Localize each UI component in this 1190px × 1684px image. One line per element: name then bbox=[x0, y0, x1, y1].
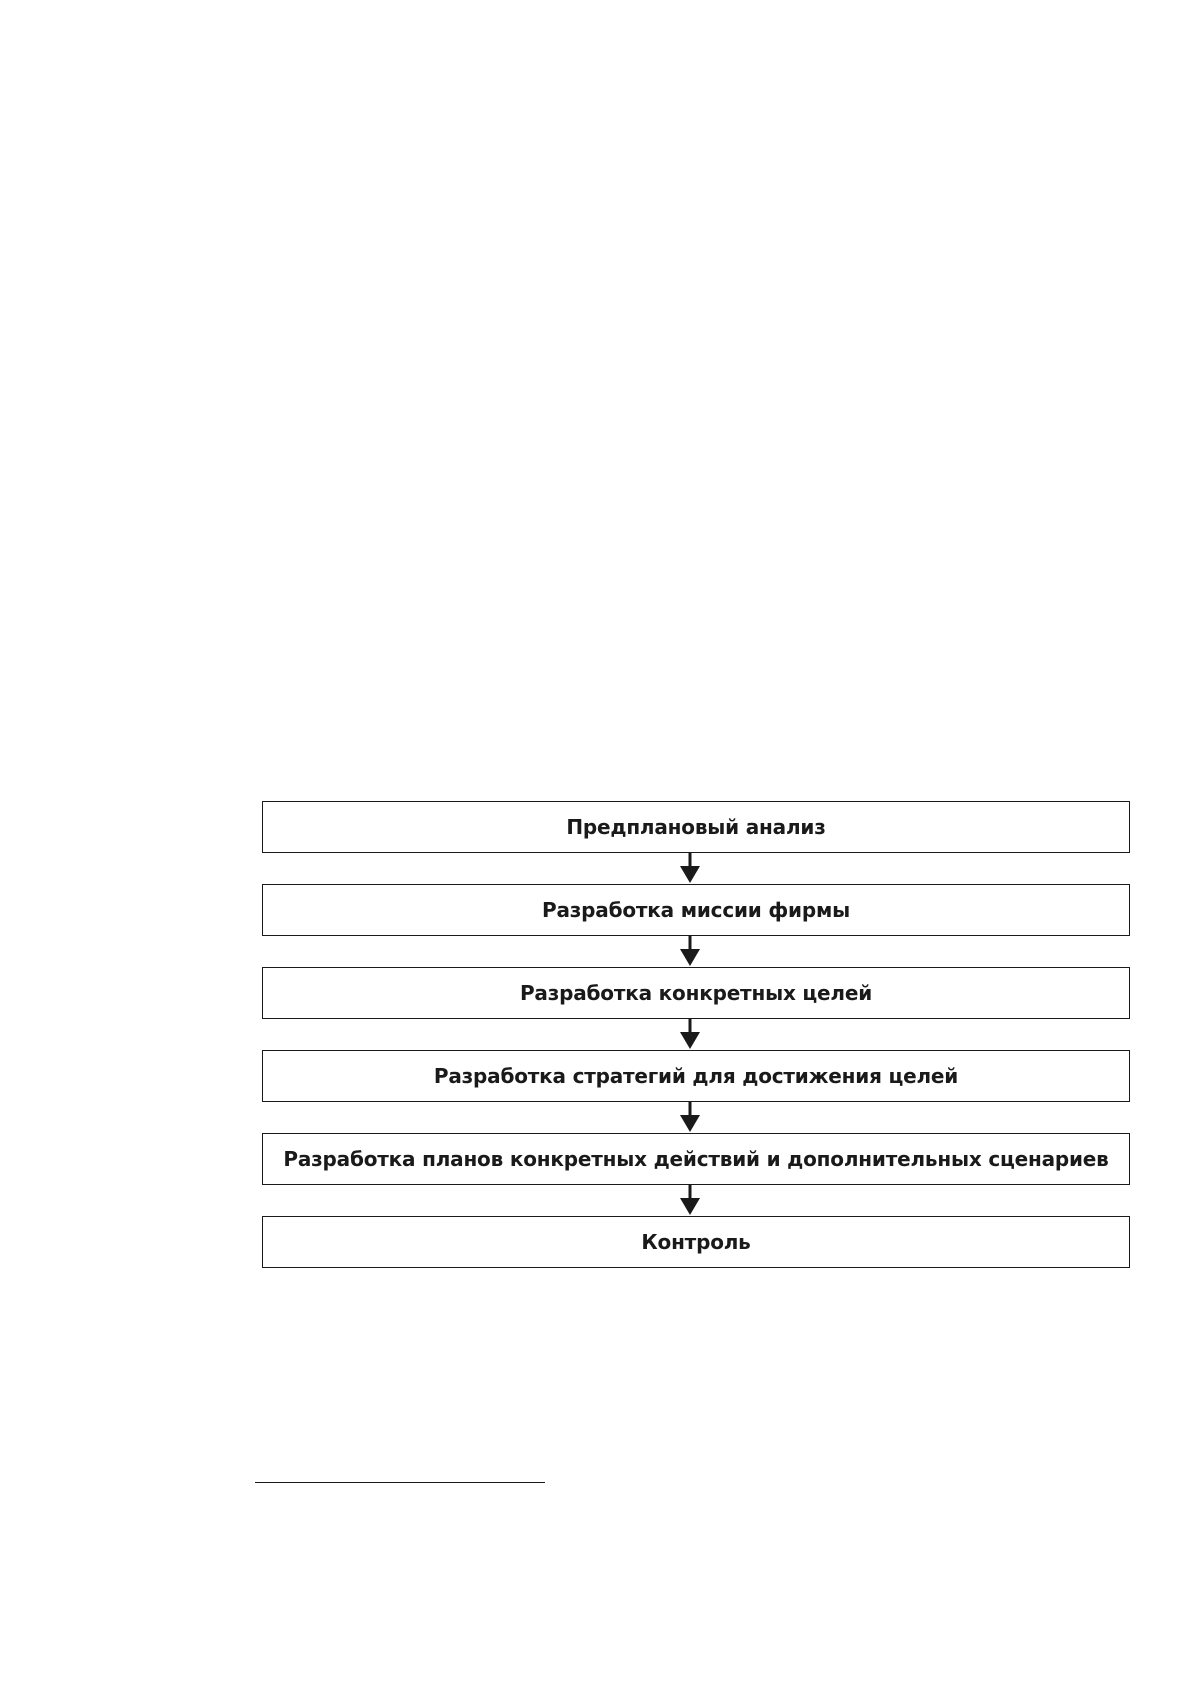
arrow-down-icon bbox=[678, 1018, 702, 1050]
arrow-down-icon bbox=[678, 852, 702, 884]
step-label: Разработка конкретных целей bbox=[520, 981, 872, 1005]
step-label: Контроль bbox=[641, 1230, 750, 1254]
arrow-down-icon bbox=[678, 1101, 702, 1133]
step-label: Предплановый анализ bbox=[566, 815, 825, 839]
step-box-strategies: Разработка стратегий для достижения целе… bbox=[262, 1050, 1130, 1102]
step-box-pre-planning-analysis: Предплановый анализ bbox=[262, 801, 1130, 853]
arrow-down-icon bbox=[678, 935, 702, 967]
step-box-mission: Разработка миссии фирмы bbox=[262, 884, 1130, 936]
step-label: Разработка планов конкретных действий и … bbox=[283, 1147, 1108, 1171]
step-label: Разработка стратегий для достижения целе… bbox=[434, 1064, 958, 1088]
step-box-goals: Разработка конкретных целей bbox=[262, 967, 1130, 1019]
footnote-separator-line bbox=[255, 1482, 545, 1483]
step-box-control: Контроль bbox=[262, 1216, 1130, 1268]
arrow-down-icon bbox=[678, 1184, 702, 1216]
planning-process-flowchart: Предплановый анализ Разработка миссии фи… bbox=[262, 801, 1134, 1276]
step-label: Разработка миссии фирмы bbox=[542, 898, 850, 922]
step-box-action-plans: Разработка планов конкретных действий и … bbox=[262, 1133, 1130, 1185]
